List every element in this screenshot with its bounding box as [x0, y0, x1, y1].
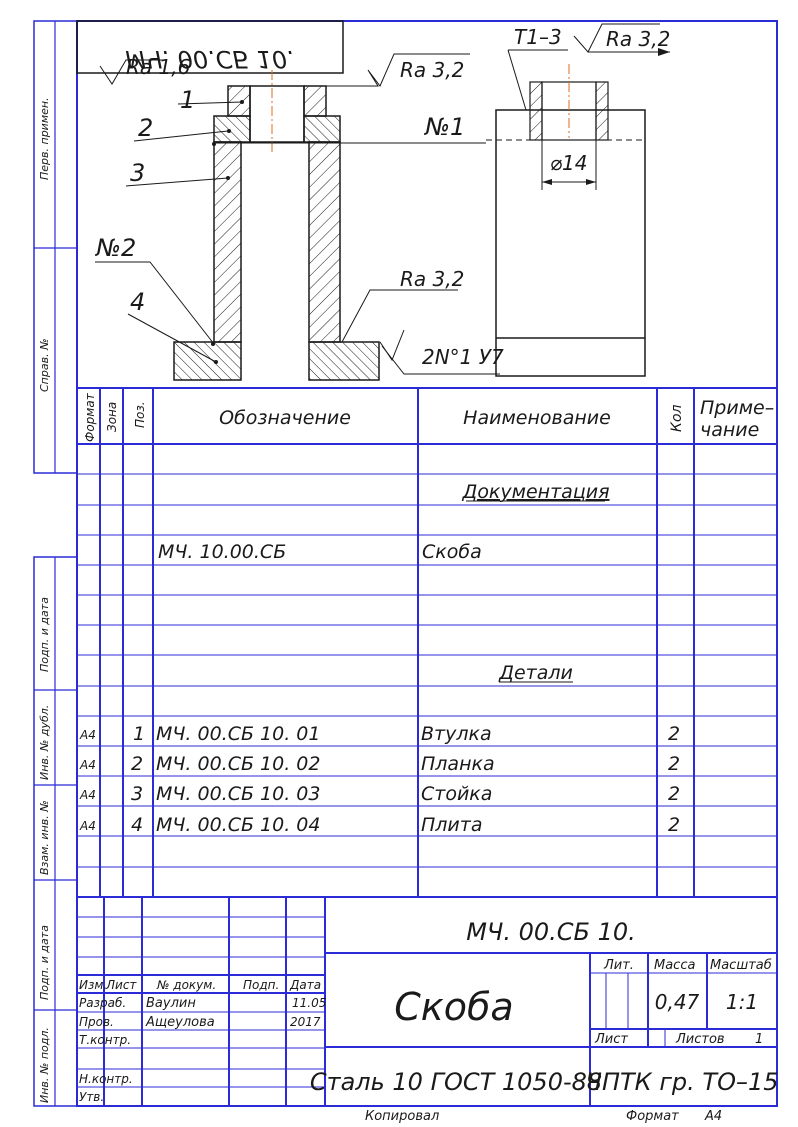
- side-label-perv: Перв. примен.: [38, 97, 51, 180]
- side-label-inv-dubl: Инв. № дубл.: [38, 705, 51, 780]
- spec-section-docs: Документация: [461, 481, 609, 503]
- spec-doc-designation: МЧ. 10.00.СБ: [158, 541, 286, 563]
- callout-2: 2: [138, 114, 153, 142]
- side-label-inv-podl: Инв. № подл.: [38, 1027, 51, 1103]
- part-format: А4: [79, 788, 96, 802]
- side-label-sprav: Справ. №: [38, 338, 51, 392]
- part-pos: 1: [133, 723, 145, 745]
- inner-frame: [76, 20, 778, 1107]
- col-list: Лист: [105, 978, 137, 992]
- callout-3: 3: [130, 159, 145, 187]
- front-view: 1 2 3 4 №2 №1 Ra 1,6 Ra 3,2 Ra 3,2 2N°1 …: [94, 53, 504, 381]
- weld-label-2: №2: [94, 234, 136, 262]
- spec-header-format: Формат: [83, 392, 97, 442]
- row-prov: Пров.: [79, 1015, 114, 1029]
- side-label-podp-1: Подп. и дата: [38, 597, 51, 672]
- table-row: А4 4 МЧ. 00.СБ 10. 04 Плита 2: [79, 814, 680, 836]
- part-pos: 4: [131, 814, 143, 836]
- scale-label: Масштаб: [710, 958, 772, 973]
- tolerance-label: Т1–3: [514, 25, 562, 49]
- date-2: 2017: [290, 1015, 321, 1029]
- weld-note: 2N°1 У7: [422, 345, 504, 369]
- row-razrab: Разраб.: [79, 996, 126, 1010]
- mass-value: 0,47: [655, 990, 700, 1014]
- part-qty: 2: [668, 723, 680, 745]
- table-row: А4 2 МЧ. 00.СБ 10. 02 Планка 2: [79, 753, 680, 775]
- part-qty: 2: [668, 753, 680, 775]
- part-designation: МЧ. 00.СБ 10. 01: [156, 723, 321, 745]
- spec-header-designation: Обозначение: [219, 407, 351, 429]
- sheets-label: Листов: [675, 1032, 725, 1047]
- diameter-label: ⌀14: [550, 151, 588, 175]
- part-name: Втулка: [421, 723, 492, 745]
- spec-header-qty: Кол: [669, 404, 685, 432]
- callout-4: 4: [130, 288, 145, 316]
- part-format: А4: [79, 758, 96, 772]
- razrab-name: Ваулин: [146, 996, 196, 1011]
- copied-label: Копировал: [365, 1109, 439, 1124]
- lit-label: Лит.: [603, 958, 634, 973]
- col-sign: Подп.: [243, 978, 279, 992]
- col-doc: № докум.: [156, 978, 216, 992]
- row-nkontr: Н.контр.: [79, 1072, 133, 1086]
- doc-code: МЧ. 00.СБ 10.: [466, 918, 636, 946]
- callout-1: 1: [180, 86, 195, 114]
- sheet-label: Лист: [594, 1032, 628, 1047]
- spec-doc-name: Скоба: [422, 541, 482, 563]
- row-tkontr: Т.контр.: [79, 1033, 131, 1047]
- spec-header-note-1: Приме–: [700, 397, 774, 419]
- part-designation: МЧ. 00.СБ 10. 03: [156, 783, 321, 805]
- mass-label: Масса: [654, 958, 695, 973]
- prov-name: Ащеулова: [145, 1015, 215, 1030]
- title-block: МЧ. 00.СБ 10. Скоба Сталь 10 ГОСТ 1050-8…: [77, 896, 779, 1106]
- material: Сталь 10 ГОСТ 1050-88: [310, 1068, 602, 1096]
- mirrored-title-text: МЧ. 00.СБ 10.: [125, 45, 295, 73]
- col-date: Дата: [289, 978, 321, 992]
- part-pos: 2: [131, 753, 143, 775]
- spec-header-zone: Зона: [105, 402, 119, 432]
- spec-table: Формат Зона Поз. Обозначение Наименовани…: [77, 387, 777, 897]
- part-format: А4: [79, 728, 96, 742]
- ra-top-left: Ra 1,6: [126, 55, 190, 79]
- scale-value: 1:1: [726, 990, 758, 1014]
- part-format: А4: [79, 819, 96, 833]
- spec-header-note-2: чание: [700, 419, 759, 441]
- format-label: Формат: [626, 1109, 679, 1124]
- side-label-podp-2: Подп. и дата: [38, 925, 51, 1000]
- spec-header-pos: Поз.: [133, 401, 147, 428]
- col-izm: Изм.: [79, 978, 107, 992]
- mirrored-title-box: [76, 20, 344, 74]
- ra-top-right: Ra 3,2: [606, 27, 670, 51]
- sheets-value: 1: [755, 1032, 763, 1047]
- spec-header-name: Наименование: [463, 407, 611, 429]
- format-value: А4: [704, 1109, 722, 1124]
- part-designation: МЧ. 00.СБ 10. 04: [156, 814, 321, 836]
- part-name: Планка: [421, 753, 495, 775]
- part-designation: МЧ. 00.СБ 10. 02: [156, 753, 321, 775]
- part-name: Стойка: [421, 783, 492, 805]
- organization: ЧПТК гр. ТО–15: [585, 1068, 778, 1096]
- doc-title: Скоба: [394, 985, 513, 1029]
- date-1: 11.05: [292, 996, 326, 1010]
- spec-section-parts: Детали: [498, 662, 573, 684]
- part-qty: 2: [668, 814, 680, 836]
- part-pos: 3: [131, 783, 143, 805]
- side-view: ⌀14 Т1–3 Ra 3,2: [486, 23, 670, 377]
- table-row: А4 3 МЧ. 00.СБ 10. 03 Стойка 2: [79, 783, 680, 805]
- table-row: А4 1 МЧ. 00.СБ 10. 01 Втулка 2: [79, 723, 680, 745]
- ra-top-mid: Ra 3,2: [400, 58, 464, 82]
- side-label-vzam: Взам. инв. №: [38, 800, 51, 875]
- ra-bottom: Ra 3,2: [400, 267, 464, 291]
- weld-label-1: №1: [423, 113, 465, 141]
- row-utv: Утв.: [79, 1090, 104, 1104]
- part-qty: 2: [668, 783, 680, 805]
- part-name: Плита: [421, 814, 483, 836]
